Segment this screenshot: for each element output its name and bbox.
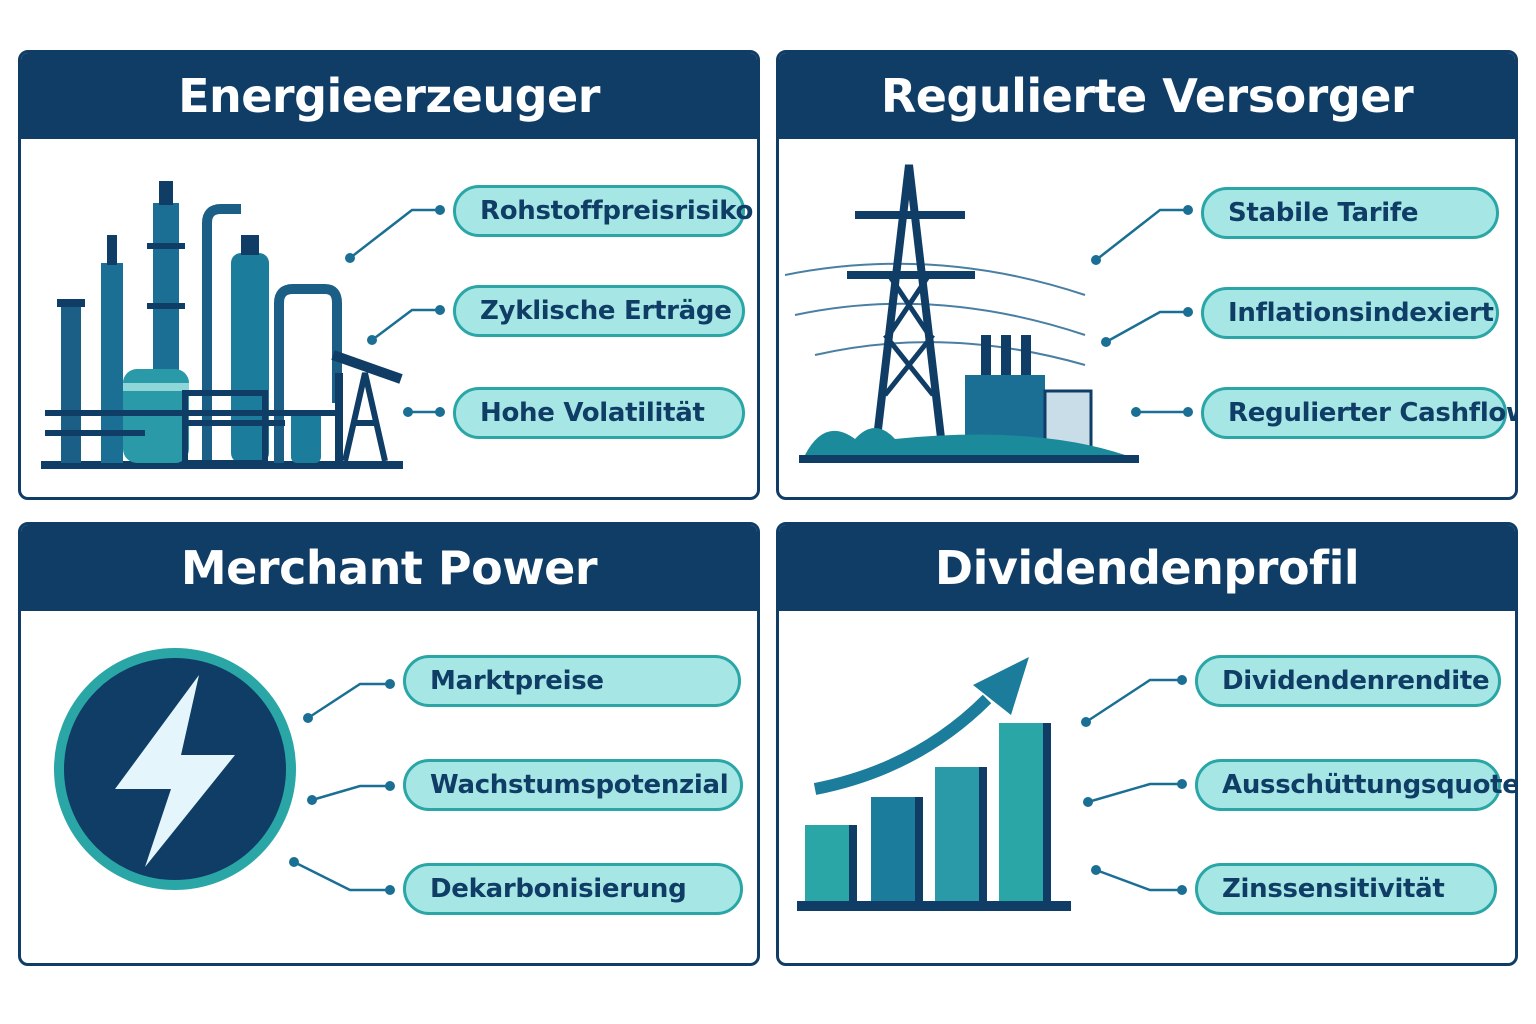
panel-merchant-power: Merchant Power Marktpreise Wachstumspote… (18, 522, 760, 966)
item-ausschuettungsquote: Ausschüttungsquote (1195, 759, 1515, 811)
item-regulierter-cashflow: Regulierter Cashflow (1201, 387, 1515, 439)
item-dividendenrendite: Dividendenrendite (1195, 655, 1501, 707)
item-dekarbonisierung: Dekarbonisierung (403, 863, 743, 915)
panel-regulierte-versorger: Regulierte Versorger Stabile Tarife Infl… (776, 50, 1518, 500)
panel-energieerzeuger: Energieerzeuger Rohstoffpreisrisiko Zykl… (18, 50, 760, 500)
panel-title: Merchant Power (21, 525, 757, 611)
panel-title: Regulierte Versorger (779, 53, 1515, 139)
lightning-bolt-icon (54, 648, 296, 890)
item-wachstumspotenzial: Wachstumspotenzial (403, 759, 743, 811)
panel-title: Dividendenprofil (779, 525, 1515, 611)
panel-dividendenprofil: Dividendenprofil Dividendenrendite Aussc… (776, 522, 1518, 966)
panel-title: Energieerzeuger (21, 53, 757, 139)
power-pylon-icon (785, 164, 1139, 463)
growth-chart-icon (797, 657, 1071, 911)
refinery-icon (41, 181, 403, 469)
item-inflationsindexiert: Inflationsindexiert (1201, 287, 1499, 339)
item-marktpreise: Marktpreise (403, 655, 741, 707)
item-zinssensitivitaet: Zinssensitivität (1195, 863, 1497, 915)
item-zyklische-ertraege: Zyklische Erträge (453, 285, 745, 337)
item-stabile-tarife: Stabile Tarife (1201, 187, 1499, 239)
item-rohstoffpreisrisiko: Rohstoffpreisrisiko (453, 185, 753, 237)
item-hohe-volatilitaet: Hohe Volatilität (453, 387, 745, 439)
